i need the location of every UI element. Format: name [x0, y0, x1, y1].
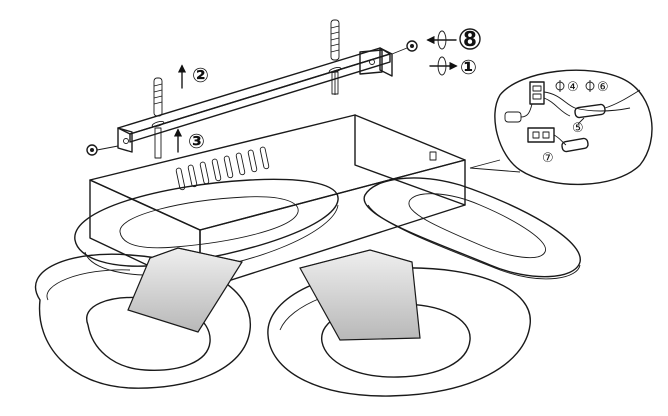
wall-plug-left-icon [153, 77, 163, 159]
step-1-label: ① [460, 55, 477, 79]
vent-slots [175, 146, 270, 191]
wall-plug-right-icon [330, 19, 340, 95]
step-8-indicator: 8 [426, 27, 481, 51]
step-1-indicator: ① [429, 55, 477, 79]
step-6-label: ⑥ [597, 80, 609, 95]
screw-right-icon [391, 40, 418, 55]
right-shade-plate [299, 249, 421, 341]
ground-symbol-icon [555, 80, 595, 92]
left-bottom-ring [34, 253, 251, 389]
screw-left-icon [86, 144, 119, 156]
step-5-label: ⑤ [572, 121, 584, 136]
step-4-label: ④ [567, 80, 579, 95]
step-3-label: ③ [188, 129, 205, 153]
wiring-detail-callout: ④ ⑥ ⑤ ⑦ [469, 69, 653, 186]
mounting-bracket [117, 47, 393, 153]
step-2-label: ② [192, 63, 209, 87]
left-shade-plate [127, 247, 243, 333]
step-2-indicator: ② [177, 63, 209, 89]
step-3-indicator: ③ [173, 128, 205, 153]
step-7-label: ⑦ [542, 151, 554, 166]
right-halo-disc [363, 177, 581, 280]
step-8-label: 8 [463, 27, 477, 51]
